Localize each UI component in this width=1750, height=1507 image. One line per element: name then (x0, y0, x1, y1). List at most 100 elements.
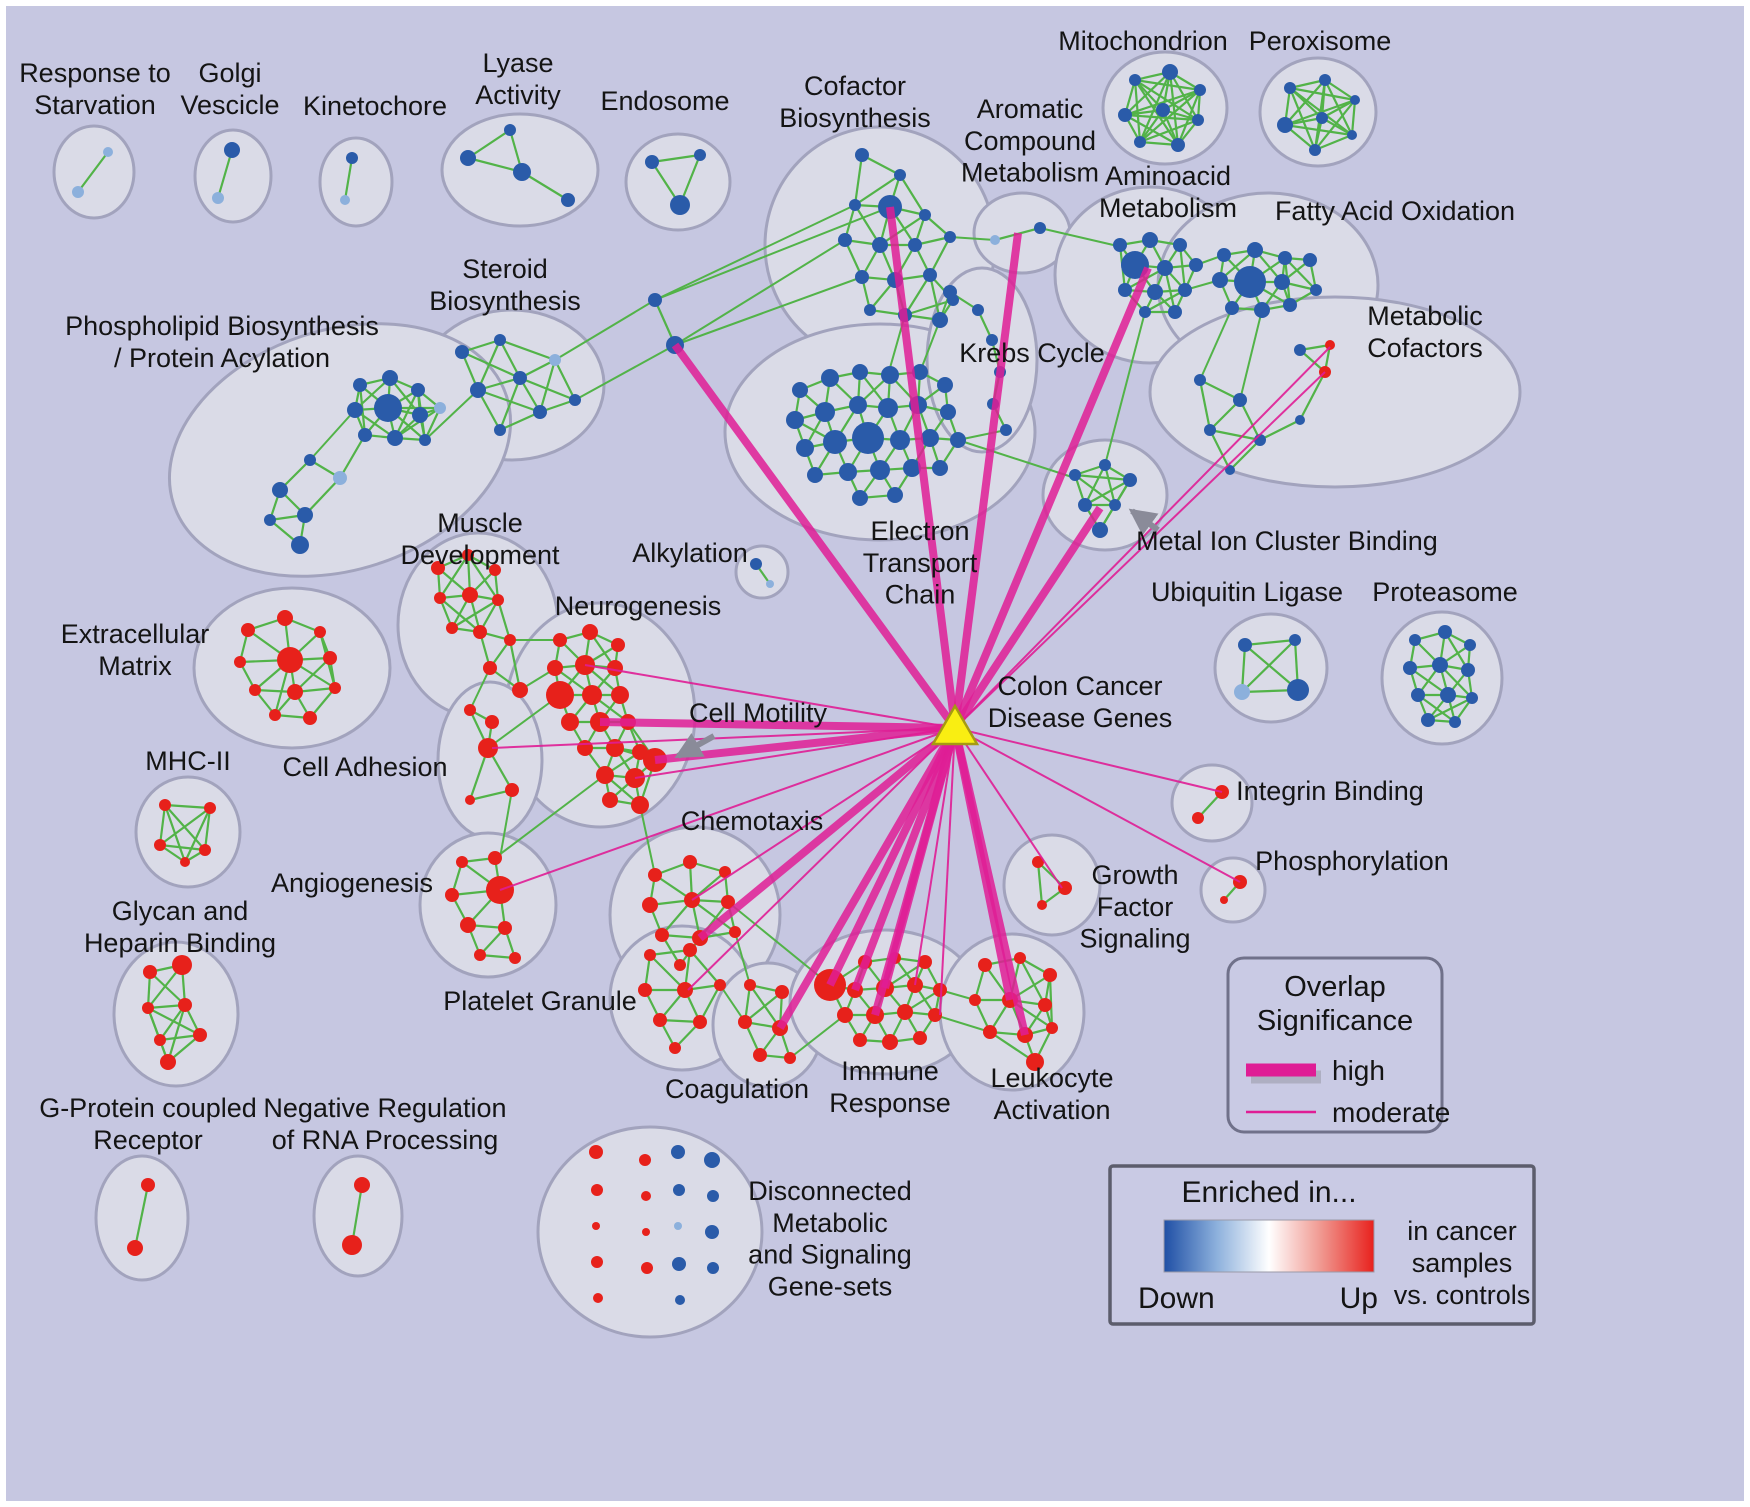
gene-set-node (269, 709, 281, 721)
green-edge (1144, 289, 1186, 313)
gene-set-node (607, 660, 623, 676)
green-edge (494, 774, 606, 859)
green-edge (499, 789, 513, 859)
green-edge (1241, 639, 1296, 693)
gene-set-node (1409, 634, 1421, 646)
gene-set-node (1171, 138, 1185, 152)
gene-set-node (512, 682, 528, 698)
gene-set-node (1134, 136, 1146, 148)
green-edge (1284, 257, 1317, 291)
overlap-edge-moderate (954, 346, 1331, 729)
gene-set-node (978, 958, 992, 972)
gene-set-node (1347, 130, 1357, 140)
gene-set-node (347, 402, 363, 418)
overlap-edge-moderate (954, 371, 1326, 729)
gene-set-node (932, 460, 948, 476)
green-edge (1321, 99, 1356, 119)
gene-set-node (172, 955, 192, 975)
green-edge (689, 949, 721, 986)
gene-set-node (591, 1256, 603, 1268)
gene-set-node (1192, 812, 1204, 824)
gene-set-node (1217, 248, 1231, 262)
gene-set-node (1204, 424, 1216, 436)
gene-set-node (154, 1034, 166, 1046)
green-edge (216, 149, 234, 199)
gene-set-node (721, 895, 735, 909)
label-chemotaxis: Chemotaxis (681, 806, 824, 836)
gene-set-node (1350, 95, 1360, 105)
gene-set-node (470, 382, 486, 398)
gene-set-node (314, 626, 326, 638)
gene-set-node (127, 1240, 143, 1256)
gene-set-node (707, 1262, 719, 1274)
green-edge (789, 1014, 846, 1059)
gene-set-node (1438, 625, 1452, 639)
gene-set-node (738, 1015, 752, 1029)
overlap-edge-high (951, 266, 1152, 730)
gene-set-node (533, 405, 547, 419)
gene-set-node (354, 1177, 370, 1193)
gene-set-node (921, 429, 939, 447)
gene-set-node (489, 564, 501, 576)
gene-set-node (937, 377, 953, 393)
gene-set-node (382, 370, 398, 386)
gene-set-node (387, 430, 403, 446)
green-edge (1427, 697, 1473, 721)
overlap-edge-moderate (954, 727, 1063, 889)
gene-set-node (1310, 284, 1322, 296)
green-edge (929, 236, 951, 276)
gene-set-node (455, 345, 469, 359)
green-edge (1239, 399, 1261, 441)
gene-set-node (143, 965, 157, 979)
green-edge (1350, 99, 1357, 136)
gene-set-node (852, 364, 868, 380)
overlap-edge-high (951, 727, 1029, 1036)
green-edge (451, 599, 499, 629)
green-edge (294, 657, 331, 693)
gene-set-node (592, 1222, 600, 1230)
enrichment-down-label: Down (1138, 1282, 1215, 1315)
gene-set-node (249, 684, 261, 696)
label-coagulation: Coagulation (665, 1074, 809, 1104)
gene-set-node (1287, 679, 1309, 701)
green-edge (1103, 464, 1117, 506)
gene-set-node (644, 949, 656, 961)
gene-set-node (1233, 393, 1247, 407)
gene-set-node (1449, 716, 1461, 728)
green-edge (1084, 464, 1106, 506)
green-edge (957, 429, 1007, 441)
green-edge (1199, 379, 1241, 401)
gene-set-node (546, 681, 574, 709)
label-neurogenesis: Neurogenesis (555, 591, 722, 621)
green-edge (1124, 113, 1199, 122)
overlap-edge-high (886, 206, 959, 729)
green-edge (639, 804, 656, 876)
gene-set-node (1283, 298, 1297, 312)
green-edge (133, 1184, 150, 1249)
green-edge (554, 359, 576, 401)
green-edge (957, 439, 1076, 479)
gene-set-node (474, 949, 486, 961)
green-edge (691, 899, 736, 933)
gene-set-node (492, 594, 504, 606)
gene-set-node (807, 467, 823, 483)
gene-set-node (729, 926, 741, 938)
green-edge (508, 639, 522, 691)
gene-set-node (462, 549, 474, 561)
green-edge (476, 339, 502, 391)
gene-set-node (1225, 301, 1239, 315)
gene-set-node (513, 163, 531, 181)
gene-set-node (705, 1225, 719, 1239)
gene-set-node (675, 1295, 685, 1305)
gene-set-node (159, 799, 171, 811)
gene-set-node (1319, 74, 1331, 86)
green-edge (674, 276, 863, 346)
gene-set-node (786, 411, 804, 429)
gene-set-node (683, 943, 697, 957)
gene-set-node (719, 866, 731, 878)
gene-set-node (582, 624, 598, 640)
gene-set-node (340, 195, 350, 205)
